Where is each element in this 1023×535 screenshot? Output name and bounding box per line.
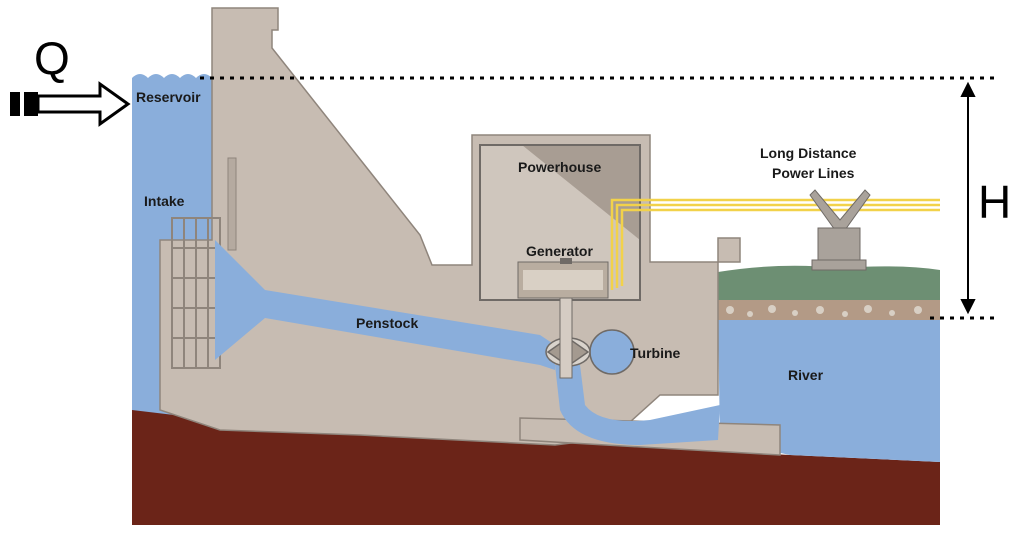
intake-grill: [171, 217, 221, 369]
rocks: [726, 305, 922, 317]
intake-label: Intake: [144, 193, 185, 209]
generator-label: Generator: [526, 243, 593, 259]
ground: [132, 410, 940, 525]
powerhouse-label: Powerhouse: [518, 159, 601, 175]
power-lines-label-2: Power Lines: [772, 165, 855, 181]
flow-arrow: [10, 81, 131, 127]
power-lines-label-1: Long Distance: [760, 145, 857, 161]
powerhouse-light-beam: [480, 145, 640, 300]
river-label: River: [788, 367, 824, 383]
penstock: [215, 240, 555, 370]
river-bank-rocks: [718, 300, 940, 320]
head-arrow: [960, 81, 976, 315]
generator-unit: [517, 258, 609, 379]
head-label: H: [978, 176, 1011, 228]
draft-tube: [555, 365, 720, 445]
flow-label: Q: [34, 32, 70, 84]
transformer-tower: [809, 189, 871, 271]
turbine-label: Turbine: [630, 345, 681, 361]
river-bank-grass: [718, 265, 940, 305]
power-cables: [610, 198, 940, 290]
penstock-label: Penstock: [356, 315, 418, 331]
gate-slot: [227, 157, 237, 251]
reservoir-label: Reservoir: [136, 89, 201, 105]
dam-structure: [159, 7, 741, 446]
